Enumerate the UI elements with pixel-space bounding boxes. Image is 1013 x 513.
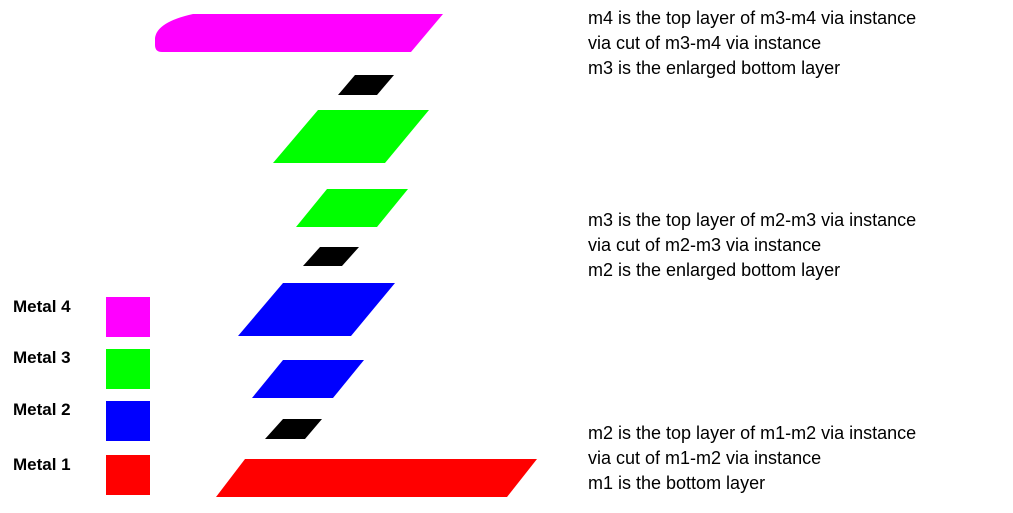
via-cut-m2-m3 [303, 247, 359, 266]
legend-label-metal2: Metal 2 [13, 400, 71, 419]
description-m1-m2: m2 is the top layer of m1-m2 via instanc… [588, 423, 916, 493]
metal3-enlarged-bottom-pad [273, 110, 429, 163]
description-m3-m4: m4 is the top layer of m3-m4 via instanc… [588, 8, 916, 78]
layer-stack [155, 14, 537, 497]
via-cut-m3-m4 [338, 75, 394, 95]
via-cut-m1-m2 [265, 419, 322, 439]
desc-m3-m4-line-1: m4 is the top layer of m3-m4 via instanc… [588, 8, 916, 28]
legend-label-metal3: Metal 3 [13, 348, 71, 367]
desc-m3-m4-line-2: via cut of m3-m4 via instance [588, 33, 821, 53]
metal2-enlarged-bottom-pad [238, 283, 395, 336]
desc-m3-m4-line-3: m3 is the enlarged bottom layer [588, 58, 840, 78]
legend-label-metal4: Metal 4 [13, 297, 71, 316]
legend-swatch-metal2 [106, 401, 150, 441]
metal4-top-pad [155, 14, 443, 52]
legend-swatch-metal4 [106, 297, 150, 337]
desc-m2-m3-line-3: m2 is the enlarged bottom layer [588, 260, 840, 280]
metal3-top-pad [296, 189, 408, 227]
desc-m1-m2-line-2: via cut of m1-m2 via instance [588, 448, 821, 468]
desc-m2-m3-line-2: via cut of m2-m3 via instance [588, 235, 821, 255]
metal1-bottom-bar [216, 459, 537, 497]
desc-m2-m3-line-1: m3 is the top layer of m2-m3 via instanc… [588, 210, 916, 230]
desc-m1-m2-line-3: m1 is the bottom layer [588, 473, 765, 493]
layer-legend: Metal 4 Metal 3 Metal 2 Metal 1 [13, 297, 150, 495]
legend-swatch-metal1 [106, 455, 150, 495]
desc-m1-m2-line-1: m2 is the top layer of m1-m2 via instanc… [588, 423, 916, 443]
legend-label-metal1: Metal 1 [13, 455, 71, 474]
legend-swatch-metal3 [106, 349, 150, 389]
metal2-top-pad [252, 360, 364, 398]
description-m2-m3: m3 is the top layer of m2-m3 via instanc… [588, 210, 916, 280]
